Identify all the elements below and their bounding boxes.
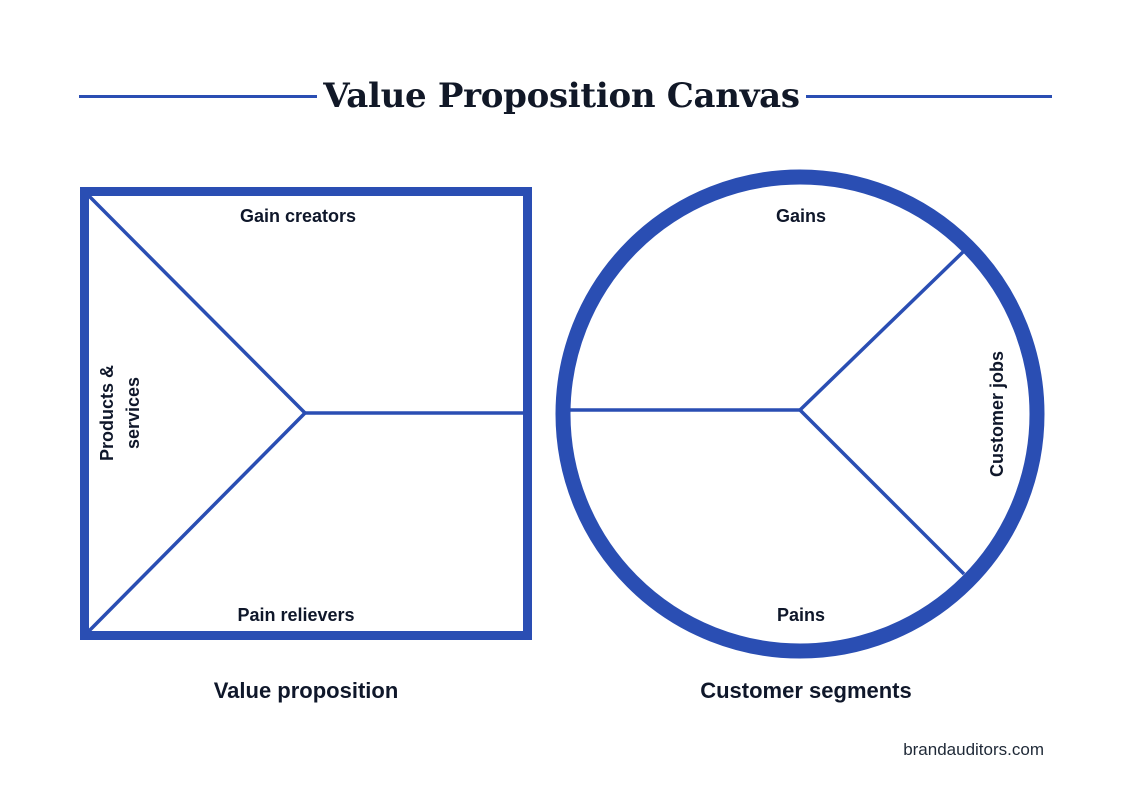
customer-segments-circle: Gains Pains Customer jobs	[555, 169, 1045, 659]
title-rule-right	[806, 95, 1052, 98]
title-rule-left	[79, 95, 317, 98]
square-divider-lower	[87, 411, 307, 633]
square-divider-upper	[87, 194, 307, 415]
square-outline	[80, 187, 532, 640]
circle-divider-lower	[798, 408, 966, 576]
value-proposition-label: Value proposition	[214, 678, 399, 703]
products-services-label: Products & services	[97, 365, 143, 461]
value-proposition-square: Gain creators Pain relievers Products & …	[80, 187, 532, 640]
pain-relievers-label: Pain relievers	[237, 605, 354, 625]
page-title: Value Proposition Canvas	[323, 76, 800, 116]
circle-outline	[555, 169, 1045, 659]
products-services-line1: Products &	[97, 365, 117, 461]
gains-label: Gains	[776, 206, 826, 226]
pains-label: Pains	[777, 605, 825, 625]
products-services-line2: services	[123, 377, 143, 449]
customer-jobs-label: Customer jobs	[987, 351, 1007, 477]
circle-divider-upper	[798, 249, 966, 412]
footer-website: brandauditors.com	[903, 740, 1044, 759]
customer-segments-label: Customer segments	[700, 678, 912, 703]
gain-creators-label: Gain creators	[240, 206, 356, 226]
